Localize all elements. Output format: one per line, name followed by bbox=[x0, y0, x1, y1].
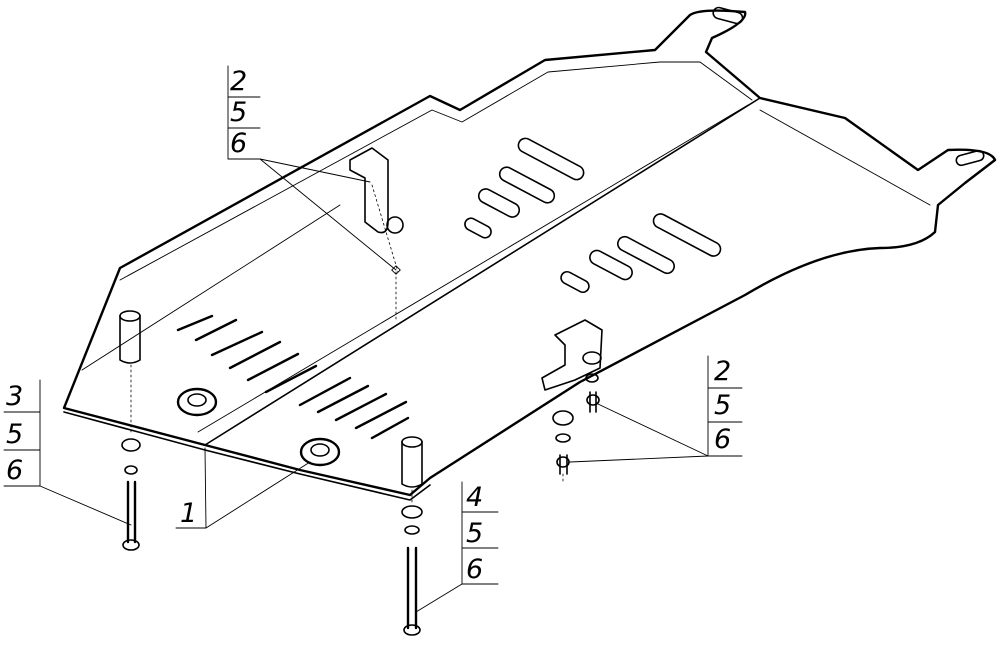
callout-top-center-num-3: 6 bbox=[230, 128, 247, 159]
fastener-set-left bbox=[121, 364, 141, 551]
callout-front: 1 bbox=[175, 447, 311, 529]
fastener-set-top bbox=[371, 184, 401, 321]
bracket-lower bbox=[541, 319, 603, 391]
callout-bottom-num-3: 6 bbox=[466, 554, 483, 585]
callout-top-center: 2 5 6 bbox=[227, 65, 397, 271]
callout-left: 3 5 6 bbox=[3, 379, 132, 526]
callout-front-num-1: 1 bbox=[180, 498, 197, 529]
vent-slots-right-lower bbox=[560, 213, 722, 294]
callout-top-center-num-1: 2 bbox=[230, 66, 247, 97]
plate-right-fold bbox=[759, 109, 931, 206]
callout-left-num-3: 6 bbox=[6, 455, 23, 486]
bracket-upper bbox=[349, 147, 404, 234]
mount-slot-right bbox=[955, 149, 985, 167]
callout-top-center-num-2: 5 bbox=[230, 97, 247, 128]
plate-front-lip bbox=[63, 411, 431, 501]
mount-slot-top bbox=[712, 6, 744, 25]
fastener-set-right bbox=[552, 351, 602, 483]
callout-bottom-num-2: 5 bbox=[466, 518, 483, 549]
plate-center-ridge bbox=[204, 97, 761, 446]
fastener-set-front bbox=[401, 489, 423, 636]
callout-bottom: 4 5 6 bbox=[415, 481, 499, 613]
vent-slots-right-upper bbox=[464, 137, 585, 239]
stud-front bbox=[401, 436, 423, 488]
skid-plate bbox=[62, 6, 997, 501]
callout-bottom-num-1: 4 bbox=[466, 482, 483, 513]
callout-right: 2 5 6 bbox=[569, 355, 743, 463]
grommet-front bbox=[299, 437, 341, 467]
callout-right-num-2: 5 bbox=[714, 390, 731, 421]
plate-outline bbox=[62, 9, 997, 497]
callout-left-num-2: 5 bbox=[6, 419, 23, 450]
vent-slots-center bbox=[298, 376, 410, 440]
vent-slots-left bbox=[176, 314, 318, 394]
plate-rear-bend bbox=[119, 61, 753, 281]
plate-left-fold bbox=[81, 204, 341, 371]
grommet-left bbox=[176, 387, 218, 417]
stud-left bbox=[119, 310, 141, 364]
plate-center-ridge-2 bbox=[197, 104, 749, 433]
callout-right-num-3: 6 bbox=[714, 424, 731, 455]
callout-right-num-1: 2 bbox=[714, 356, 731, 387]
callout-left-num-1: 3 bbox=[6, 381, 23, 412]
